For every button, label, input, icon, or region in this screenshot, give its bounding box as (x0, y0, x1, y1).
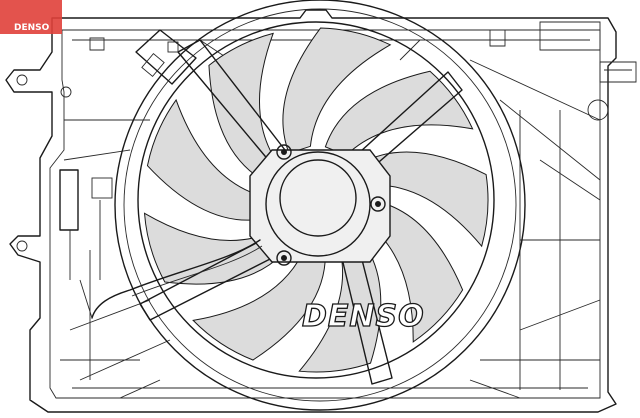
brand-logo: DENSO (302, 299, 425, 334)
mounting-grommet-icon (587, 99, 609, 121)
wire-connector (59, 169, 79, 231)
fan-blade (192, 251, 326, 361)
hub-bolt-icon (370, 196, 386, 212)
fan-blade (146, 98, 266, 221)
mounting-hole-icon (60, 86, 72, 98)
watermark-badge: DENSO (0, 0, 62, 34)
fan-blade (282, 27, 392, 154)
hub-bolt-icon (375, 201, 381, 207)
wiring-harness (59, 169, 263, 319)
hub-bolt-icon (281, 255, 287, 261)
fan-blade (324, 70, 474, 156)
shroud-frame (5, 9, 637, 413)
fan-ring (114, 0, 526, 411)
fan-blade (208, 32, 278, 183)
electrical-connector (135, 29, 197, 85)
watermark-text: DENSO (14, 23, 50, 33)
motor-hub (249, 144, 391, 266)
hub-bolt-icon (276, 144, 292, 160)
fan-blade (143, 212, 290, 285)
hub-bolt-icon (276, 250, 292, 266)
shroud-ribs (60, 39, 601, 399)
mounting-hole-icon (16, 240, 28, 252)
mounting-hole-icon (16, 74, 28, 86)
hub-bolt-icon (281, 149, 287, 155)
